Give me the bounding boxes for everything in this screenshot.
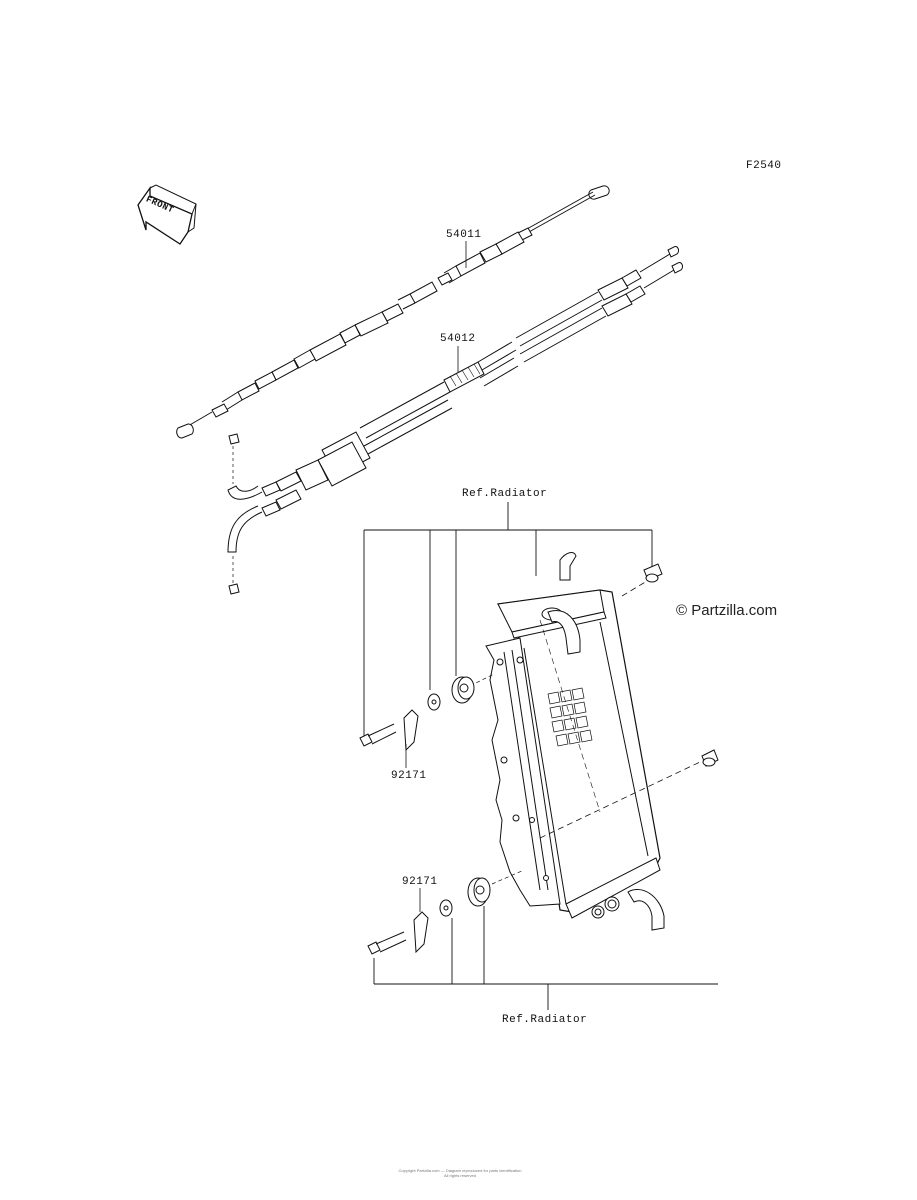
footer-line-1: Copyright Partzilla.com — Diagram reprod… [398,1168,522,1173]
radiator [469,552,701,931]
footer: Copyright Partzilla.com — Diagram reprod… [340,1168,580,1178]
callout-92171-bottom: 92171 [402,876,438,888]
callout-54012: 54012 [440,333,476,345]
ref-radiator-bottom-leaders [373,906,718,1010]
cable-54011 [176,185,610,439]
partzilla-watermark: © Partzilla.com [676,602,778,619]
bolt-mid-right [701,749,719,767]
cable-54012 [227,246,683,595]
figure-code: F2540 [746,160,782,172]
lower-mount-hardware [367,877,491,955]
callout-ref-radiator-bottom: Ref.Radiator [502,1014,588,1026]
callout-92171-top: 92171 [391,770,427,782]
callout-ref-radiator-top: Ref.Radiator [462,488,548,500]
upper-mount-hardware [359,676,475,768]
footer-line-2: All rights reserved [443,1173,476,1178]
front-arrow-icon [137,184,197,245]
ref-radiator-top-leaders [363,502,653,736]
bolt-top-right [643,563,663,583]
callout-54011: 54011 [446,229,482,241]
